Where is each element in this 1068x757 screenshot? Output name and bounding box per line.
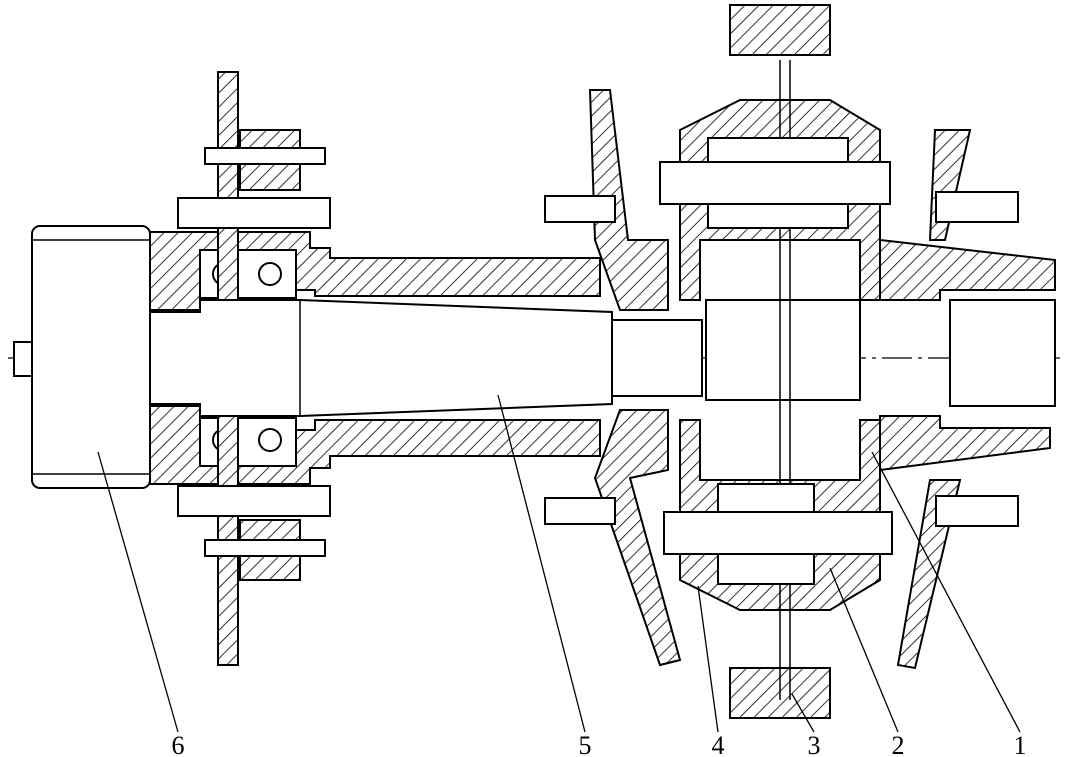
leader-line-6 — [97, 451, 179, 733]
right-housing — [879, 129, 1056, 670]
callout-3: 3 — [808, 731, 821, 757]
leader-line-2 — [829, 567, 899, 733]
end-cap-6 — [13, 225, 151, 489]
callout-5: 5 — [579, 731, 592, 757]
planet-gear-2 — [659, 137, 893, 585]
middle-support — [544, 89, 682, 667]
gear-housing — [679, 4, 881, 719]
leader-line-3 — [791, 693, 815, 733]
callout-6: 6 — [172, 731, 185, 757]
leader-line-1 — [871, 451, 1021, 733]
callout-4: 4 — [712, 731, 725, 757]
left-flange — [177, 71, 331, 666]
main-shaft-5 — [149, 299, 703, 417]
callout-2: 2 — [892, 731, 905, 757]
leader-line-4 — [697, 585, 719, 733]
callout-1: 1 — [1014, 731, 1027, 757]
leader-line-5 — [497, 394, 586, 733]
